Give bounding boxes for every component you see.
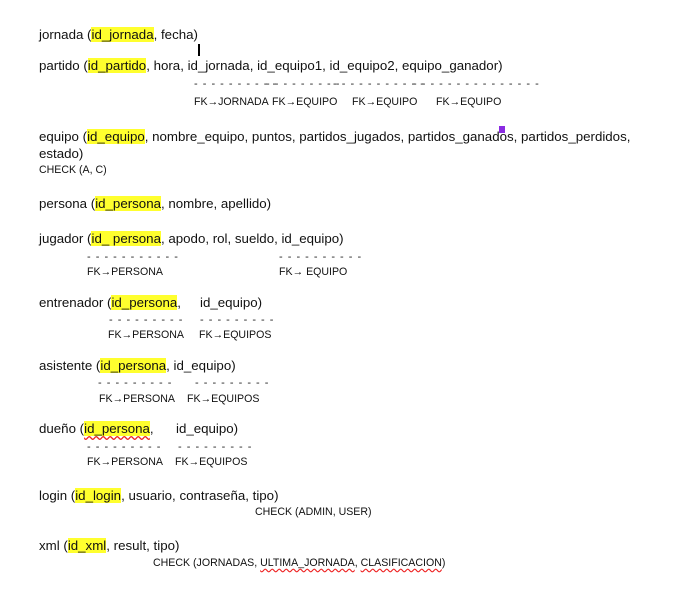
relation-attributes: , apodo, rol, sueldo, id_equipo) [160,231,344,246]
primary-key: id_jornada [91,27,154,42]
relation-partido: partido (id_partido, hora, id_jornada, i… [39,58,503,73]
check-value: ULTIMA_JORNADA [260,557,355,569]
check-value: CLASIFICACION [360,557,442,569]
text-caret [198,44,200,56]
fk-underline: - - - - - - - - - [266,78,341,90]
relation-name: entrenador [39,295,104,310]
relation-name: asistente [39,358,93,373]
relation-entrenador: entrenador (id_persona, [39,295,181,310]
mouse-cursor-marker [499,126,505,133]
check-constraint: CHECK (ADMIN, USER) [255,506,372,518]
fk-label: FK→EQUIPO [436,96,502,108]
fk-underline: - - - - - - - - - - - [333,78,425,90]
relation-login: login (id_login, usuario, contraseña, ti… [39,488,279,503]
relation-xml: xml (id_xml, result, tipo) [39,538,180,553]
check-constraint: CHECK (A, C) [39,164,107,176]
primary-key: id_xml [67,538,107,553]
primary-key: id_ persona [91,231,161,246]
fk-underline: - - - - - - - - - - [194,78,278,90]
primary-key: id_persona [111,295,178,310]
relation-persona: persona (id_persona, nombre, apellido) [39,196,272,211]
relation-attributes: , usuario, contraseña, tipo) [121,488,279,503]
relation-name: partido [39,58,80,73]
fk-underline: - - - - - - - - - [98,377,173,389]
relation-name: dueño [39,421,76,436]
fk-label: FK→PERSONA [87,266,163,278]
relation-jugador: jugador (id_ persona, apodo, rol, sueldo… [39,231,344,246]
fk-label: FK→PERSONA [87,456,163,468]
relation-jornada: jornada (id_jornada, fecha) [39,27,198,42]
fk-underline: - - - - - - - - - - - [87,251,179,263]
relation-name: jugador [39,231,84,246]
fk-underline: - - - - - - - - - - - - - - - [413,78,540,90]
fk-label: FK→PERSONA [99,393,175,405]
relation-attributes: , id_equipo) [166,358,236,373]
primary-key: id_equipo [87,129,145,144]
relation-name: login [39,488,68,503]
relation-asistente: asistente (id_persona, id_equipo) [39,358,236,373]
relation-name: jornada [39,27,84,42]
primary-key: id_partido [87,58,147,73]
relation-attributes: , hora, id_jornada, id_equipo1, id_equip… [146,58,503,73]
fk-underline: - - - - - - - - - [195,377,270,389]
relation-attributes-continued: estado) [39,146,84,161]
separator: , [177,295,181,310]
relation-attributes: , nombre_equipo, puntos, partidos_jugado… [144,129,631,144]
fk-underline: - - - - - - - - - [109,314,184,326]
fk-underline: - - - - - - - - - [178,441,253,453]
separator: , [149,421,154,436]
fk-label: FK→EQUIPOS [199,329,272,341]
fk-label: FK→EQUIPO [352,96,418,108]
primary-key: id_persona [100,358,167,373]
fk-label: FK→EQUIPO [272,96,338,108]
relation-equipo: equipo (id_equipo, nombre_equipo, puntos… [39,129,631,144]
check-suffix: ) [441,557,446,569]
relation-attributes: , nombre, apellido) [160,196,272,211]
check-separator: , [354,557,361,569]
relation-name: xml [39,538,60,553]
fk-underline: - - - - - - - - - - [279,251,363,263]
fk-underline: - - - - - - - - - [200,314,275,326]
relation-dueno: dueño (id_persona, [39,421,154,436]
relation-attributes: , result, tipo) [106,538,180,553]
fk-label: FK→PERSONA [108,329,184,341]
fk-label: FK→EQUIPOS [187,393,260,405]
fk-underline: - - - - - - - - - [87,441,162,453]
check-constraint: CHECK (JORNADAS, ULTIMA_JORNADA, CLASIFI… [153,557,445,569]
primary-key: id_persona [95,196,161,211]
relation-name: equipo [39,129,79,144]
relation-attributes: , fecha) [153,27,198,42]
relation-attributes: id_equipo) [176,421,239,436]
primary-key: id_persona [84,421,150,436]
fk-label: FK→JORNADA [194,96,269,108]
fk-label: FK→EQUIPOS [175,456,248,468]
relation-attributes: id_equipo) [200,295,263,310]
fk-label: FK→ EQUIPO [279,266,348,278]
relation-name: persona [39,196,88,211]
primary-key: id_login [75,488,122,503]
check-prefix: CHECK (JORNADAS, [153,557,261,569]
